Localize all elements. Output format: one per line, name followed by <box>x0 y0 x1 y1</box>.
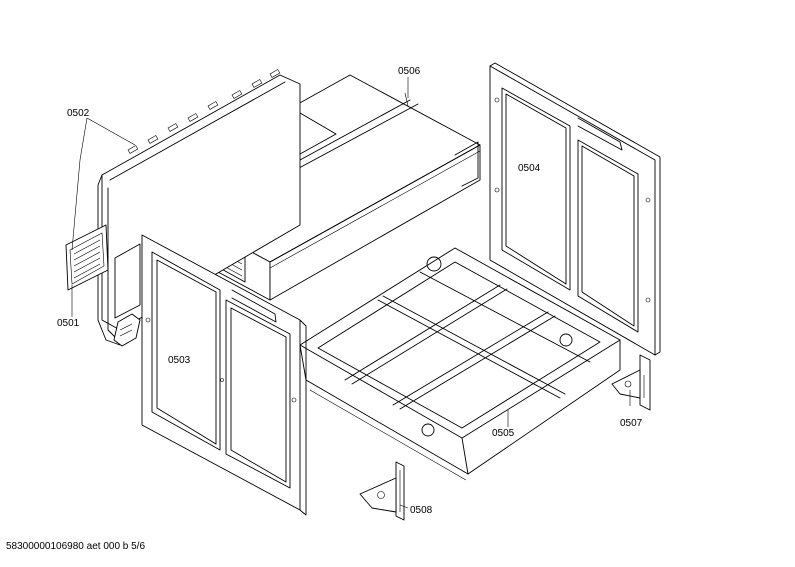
part-0505-base-frame <box>299 247 621 481</box>
document-footer-code: 58300000106980 aet 000 b 5/6 <box>6 541 146 552</box>
part-label-0505: 0505 <box>492 428 515 439</box>
part-label-0502: 0502 <box>67 108 90 119</box>
part-0501-vent-plate <box>65 224 109 291</box>
part-label-0501: 0501 <box>57 318 80 329</box>
part-0508-bracket <box>359 461 405 521</box>
part-0503-left-panel <box>141 234 307 516</box>
part-label-0508: 0508 <box>410 505 433 516</box>
part-label-0507: 0507 <box>620 418 643 429</box>
rear-panel-vent-slots <box>127 69 281 154</box>
part-label-0504: 0504 <box>518 163 541 174</box>
part-label-0506: 0506 <box>398 66 421 77</box>
part-label-0503: 0503 <box>168 355 191 366</box>
part-0504-right-panel <box>489 62 661 356</box>
leader-lines <box>71 77 631 509</box>
part-0507-bracket <box>611 354 651 411</box>
